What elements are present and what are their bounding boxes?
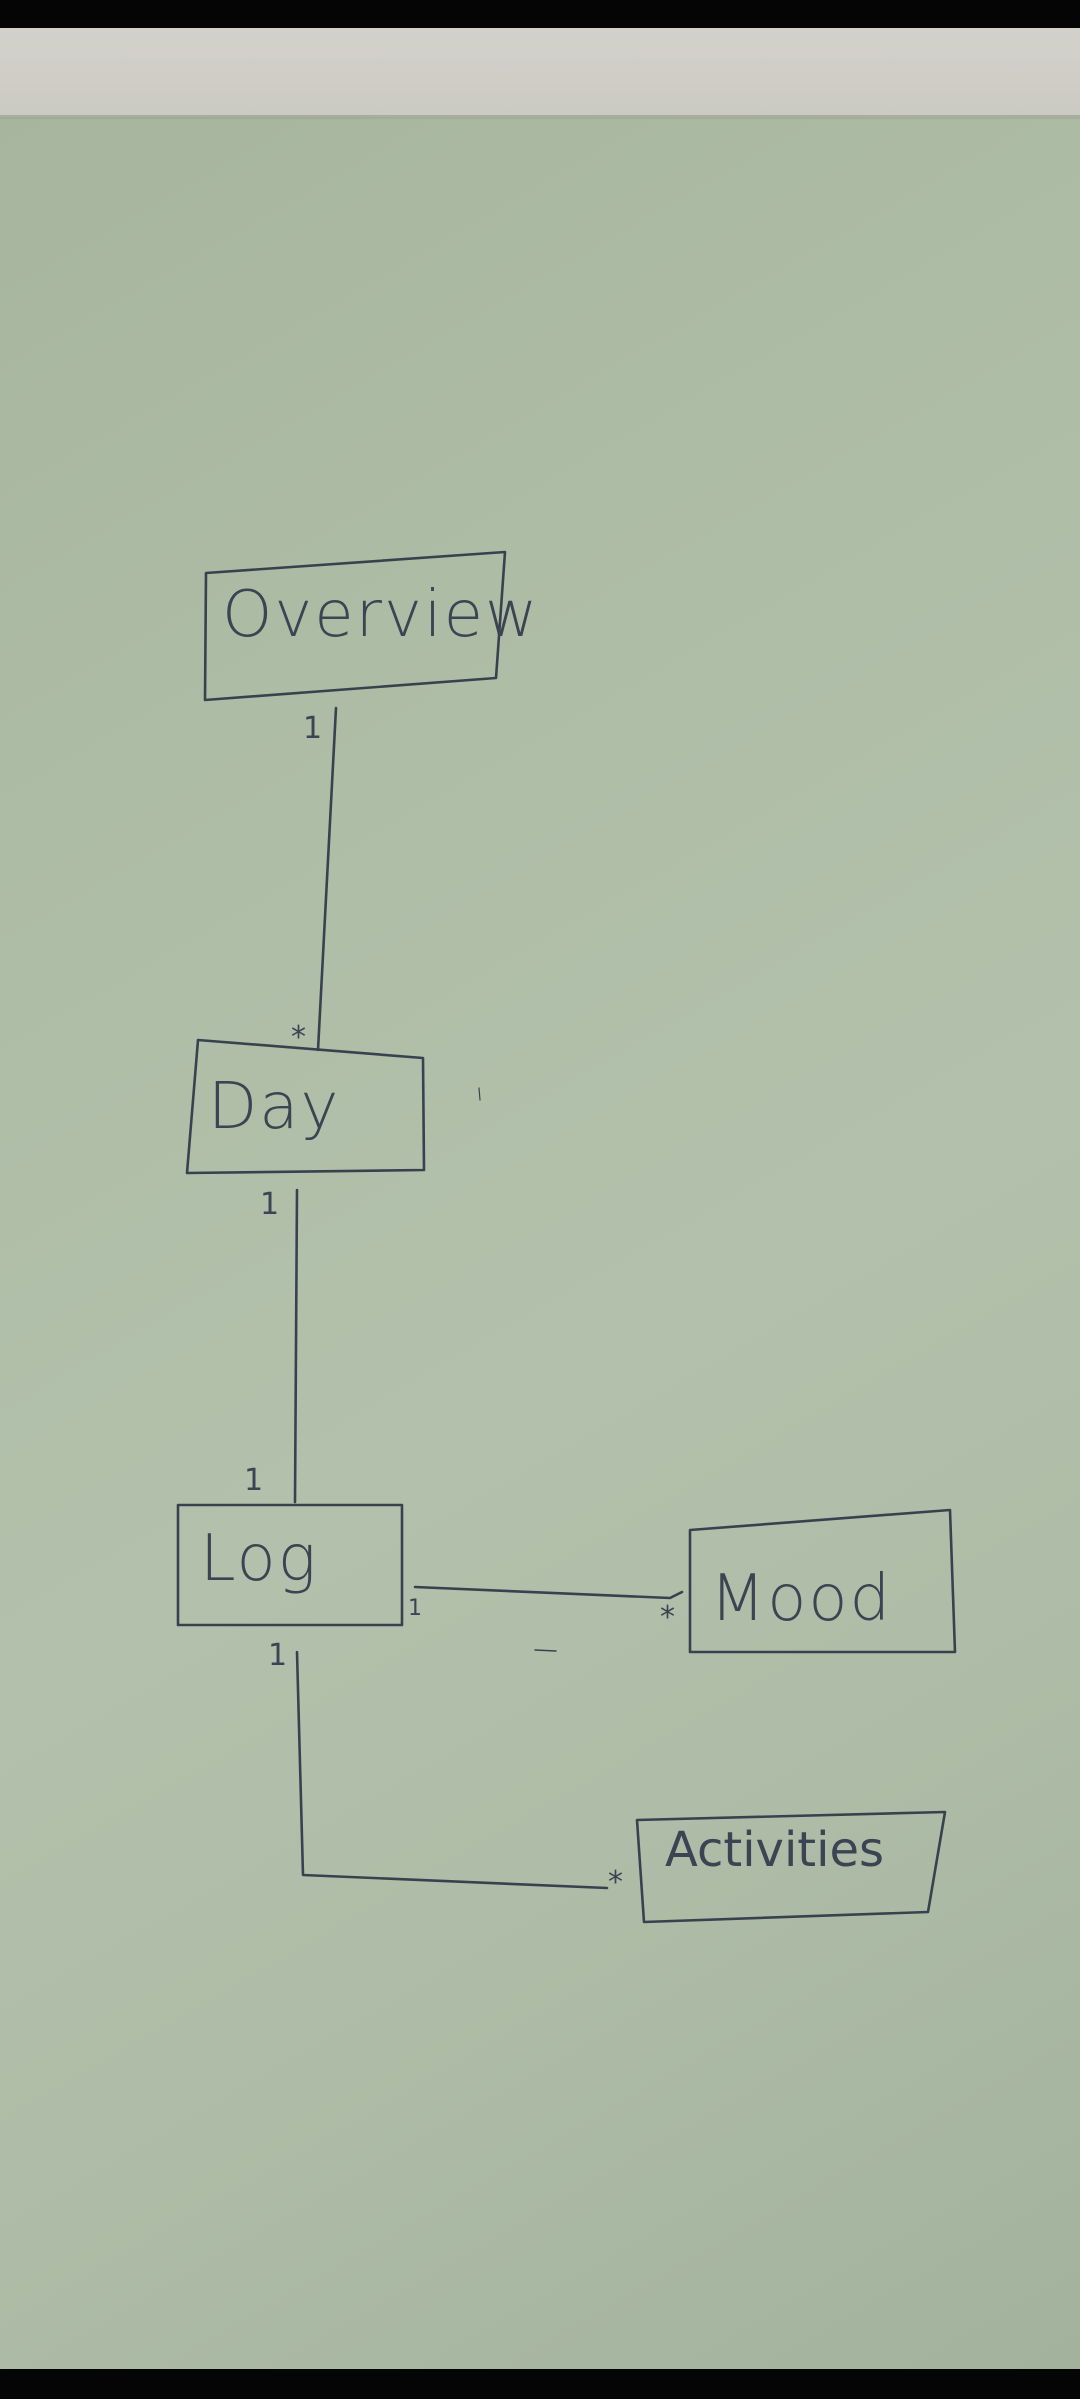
day-log-line	[293, 1188, 299, 1504]
overview-day-one-label: 1	[303, 711, 322, 746]
overview-day-many-label: *	[291, 1020, 306, 1055]
overview-label: Overview	[222, 578, 539, 652]
log-mood-line	[413, 1585, 684, 1600]
paper-sheet	[0, 117, 1080, 2369]
status-bar	[0, 0, 1080, 28]
log-activities-one-label: 1	[268, 1638, 287, 1673]
log-activities-line	[295, 1650, 609, 1890]
overview-box	[203, 550, 507, 702]
background-wall	[0, 28, 1080, 120]
log-box	[176, 1503, 404, 1627]
mood-label: Mood	[710, 1562, 892, 1636]
navigation-bar	[0, 2369, 1080, 2399]
day-log-one-top-label: 1	[260, 1187, 279, 1222]
log-mood-one-label: 1	[408, 1596, 422, 1621]
mood-box	[688, 1508, 957, 1654]
paper-edge	[0, 115, 1080, 120]
stray-mark-2	[478, 1087, 481, 1101]
day-box	[185, 1038, 426, 1175]
stray-mark	[534, 1649, 557, 1652]
overview-day-line	[316, 706, 338, 1052]
day-log-one-bottom-label: 1	[244, 1463, 263, 1498]
log-label: Log	[200, 1522, 318, 1596]
activities-box	[635, 1810, 947, 1924]
log-mood-many-label: *	[660, 1600, 675, 1635]
log-activities-many-label: *	[608, 1865, 623, 1900]
day-label: Day	[208, 1070, 340, 1144]
activities-label: Activities	[665, 1822, 884, 1878]
